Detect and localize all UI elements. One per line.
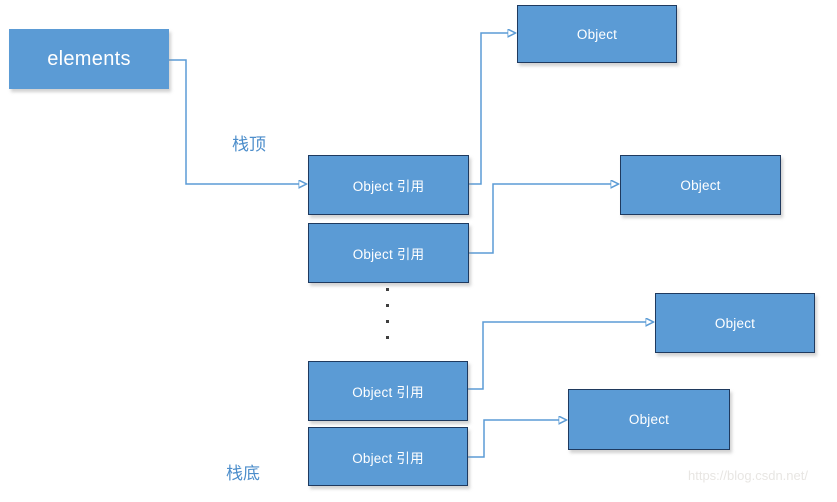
object-box-2: Object [620, 155, 781, 215]
watermark: https://blog.csdn.net/ [688, 468, 808, 483]
object-box-4: Object [568, 389, 730, 450]
object-ref-box-3: Object 引用 [308, 361, 468, 421]
object-box-3: Object [655, 293, 815, 353]
object-ref-box-2: Object 引用 [308, 223, 469, 283]
vertical-ellipsis [386, 288, 389, 339]
connector-ref4-to-object4 [468, 420, 559, 458]
elements-box: elements [9, 29, 169, 89]
object-ref-box-4: Object 引用 [308, 427, 468, 486]
connector-ref3-to-object3 [468, 322, 646, 390]
ellipsis-dot [386, 304, 389, 307]
ellipsis-dot [386, 336, 389, 339]
connector-ref1-to-object1 [469, 33, 508, 185]
connector-elements-to-ref1 [169, 59, 299, 184]
object-box-1: Object [517, 5, 677, 63]
stack-top-label: 栈顶 [232, 135, 266, 154]
object-ref-box-1: Object 引用 [308, 155, 469, 215]
connector-ref2-to-object2 [469, 184, 611, 254]
stack-bottom-label: 栈底 [226, 464, 260, 483]
ellipsis-dot [386, 320, 389, 323]
ellipsis-dot [386, 288, 389, 291]
